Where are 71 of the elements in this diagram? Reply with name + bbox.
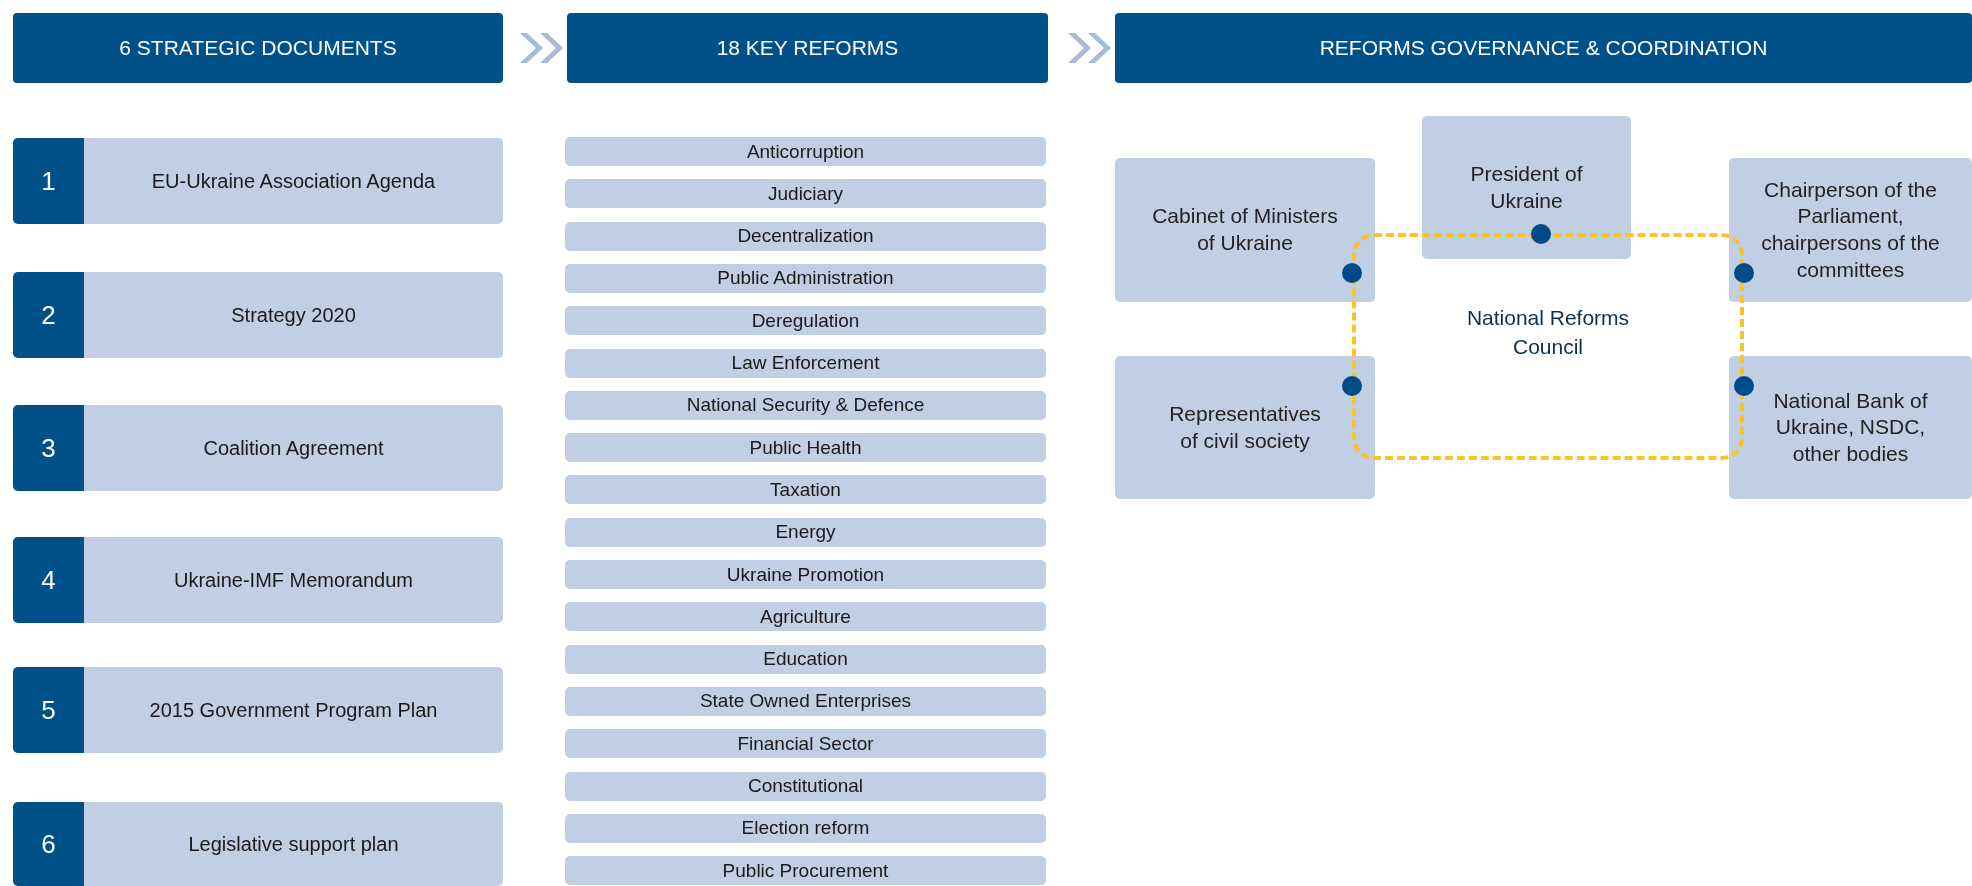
- reform-box: [565, 137, 1046, 166]
- header-bar: [1115, 13, 1972, 83]
- reform-box: [565, 475, 1046, 505]
- reform-name: Constitutional: [747, 775, 864, 797]
- reform-name: Public Health: [749, 436, 862, 459]
- reform-name: Law Enforcement: [731, 352, 880, 374]
- document-box: [13, 537, 503, 623]
- reform-box: [565, 179, 1046, 209]
- reform-box: [565, 433, 1046, 463]
- document-title: Strategy 2020: [230, 303, 357, 327]
- document-box: [13, 272, 503, 358]
- council-name: National Reforms Council: [1465, 305, 1631, 361]
- institution-box: [1729, 158, 1972, 302]
- document-title: Ukraine-IMF Memorandum: [173, 568, 414, 592]
- reform-name: Taxation: [770, 478, 841, 501]
- reform-box: [565, 306, 1046, 336]
- institution-box: [1115, 356, 1375, 499]
- reform-name: State Owned Enterprises: [699, 690, 912, 713]
- document-title: Coalition Agreement: [202, 436, 385, 460]
- document-number: 1: [13, 138, 84, 224]
- header-title: 18 KEY REFORMS: [716, 36, 899, 60]
- institution-name: President of Ukraine: [1469, 160, 1584, 214]
- reform-box: [565, 348, 1046, 378]
- document-number: 5: [13, 667, 84, 753]
- header-bar: [13, 13, 503, 83]
- reform-name: Election reform: [741, 817, 870, 840]
- document-box: [13, 667, 503, 753]
- institution-name: Representatives of civil society: [1168, 400, 1322, 454]
- institution-box: [1729, 356, 1972, 499]
- document-box: [13, 138, 503, 224]
- reform-name: National Security & Defence: [686, 394, 925, 417]
- reform-box: [565, 729, 1046, 759]
- reform-name: Financial Sector: [737, 732, 874, 755]
- reform-box: [565, 771, 1046, 801]
- reform-box: [565, 517, 1046, 547]
- reform-name: Education: [763, 648, 848, 671]
- document-number: 6: [13, 802, 84, 886]
- document-box: [13, 802, 503, 886]
- reform-name: Agriculture: [760, 605, 851, 628]
- reform-box: [565, 686, 1046, 716]
- reform-name: Ukraine Promotion: [726, 563, 885, 586]
- institution-name: Chairperson of the Parliament, chairpersons of the committees: [1760, 176, 1941, 283]
- institution-name: National Bank of Ukraine, NSDC, other bodies: [1772, 387, 1929, 467]
- institution-box: [1115, 158, 1375, 302]
- document-box: [13, 405, 503, 491]
- reform-name: Deregulation: [751, 309, 860, 332]
- institution-box: [1422, 116, 1631, 259]
- document-title: 2015 Government Program Plan: [148, 698, 439, 722]
- reform-box: [565, 813, 1046, 843]
- reform-box: [565, 856, 1046, 886]
- institution-name: Cabinet of Ministers of Ukraine: [1151, 203, 1339, 256]
- reform-name: Judiciary: [768, 182, 843, 205]
- reform-name: Decentralization: [737, 225, 874, 248]
- reform-name: Public Administration: [717, 267, 894, 290]
- reform-box: [565, 221, 1046, 251]
- header-title: REFORMS GOVERNANCE & COORDINATION: [1319, 36, 1768, 60]
- reform-name: Anticorruption: [746, 140, 865, 163]
- document-number: 4: [13, 537, 84, 623]
- reform-box: [565, 560, 1046, 589]
- document-number: 3: [13, 405, 84, 491]
- reform-box: [565, 602, 1046, 632]
- reform-name: Public Procurement: [722, 859, 889, 882]
- reform-box: [565, 390, 1046, 420]
- reform-box: [565, 644, 1046, 674]
- document-title: EU-Ukraine Association Agenda: [150, 169, 437, 193]
- reform-box: [565, 263, 1046, 293]
- document-number: 2: [13, 272, 84, 358]
- document-title: Legislative support plan: [187, 832, 400, 856]
- reform-name: Energy: [775, 521, 836, 544]
- header-title: 6 STRATEGIC DOCUMENTS: [119, 36, 397, 60]
- header-bar: [567, 13, 1048, 83]
